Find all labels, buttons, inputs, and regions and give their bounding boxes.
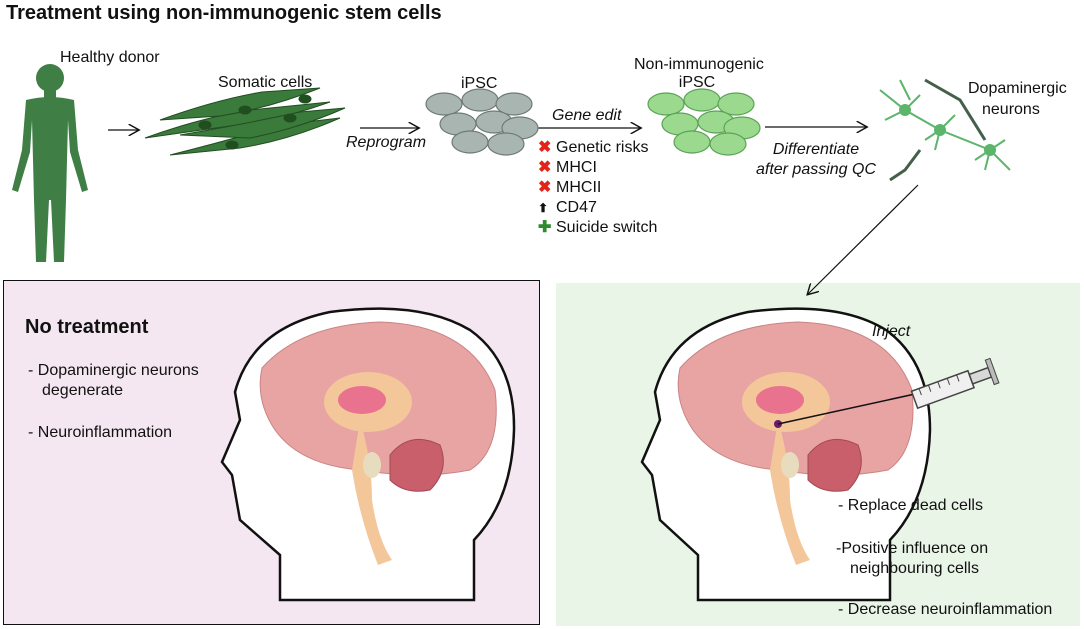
label-somatic-cells: Somatic cells [218, 74, 313, 91]
cross-icon: ✖ [538, 179, 552, 196]
syringe-icon [777, 357, 1000, 425]
no-treatment-heading: No treatment [25, 316, 149, 338]
dopaminergic-neurons-icon [879, 78, 1011, 182]
label-dopaminergic-neurons: Dopaminergic neurons [968, 80, 1067, 118]
left-item-1: - Dopaminergic neurons degenerate [28, 362, 199, 399]
up-arrow-icon: ⬆ [538, 201, 549, 215]
right-item-3: - Decrease neuroinflammation [838, 601, 1053, 618]
label-healthy-donor: Healthy donor [60, 49, 160, 66]
edit-item: ✖MHCII [538, 179, 602, 196]
label-gene-edit: Gene edit [552, 107, 622, 124]
label-differentiate: Differentiate after passing QC [755, 141, 877, 178]
cross-icon: ✖ [538, 159, 552, 176]
edit-item: ✚Suicide switch [538, 219, 658, 236]
gene-edit-list: ✖Genetic risks ✖MHCI ✖MHCII ⬆CD47 ✚Suici… [538, 138, 657, 238]
somatic-cells-icon [144, 87, 346, 156]
arrow-inject [808, 184, 919, 294]
edit-item: ✖MHCI [538, 159, 597, 176]
ipsc-cluster-icon [425, 88, 539, 156]
edit-item: ⬆CD47 [538, 199, 597, 216]
left-item-2: - Neuroinflammation [28, 424, 173, 441]
plus-icon: ✚ [538, 219, 552, 236]
right-item-1: - Replace dead cells [838, 497, 983, 514]
human-silhouette-icon [12, 64, 88, 262]
head-brain-left-icon [220, 307, 516, 602]
edit-item: ✖Genetic risks [538, 139, 649, 156]
label-inject: Inject [872, 323, 911, 340]
head-brain-right-icon [640, 307, 932, 602]
page-title: Treatment using non-immunogenic stem cel… [6, 2, 442, 24]
label-reprogram: Reprogram [346, 134, 427, 151]
label-ipsc: iPSC [461, 75, 498, 92]
non-immunogenic-ipsc-icon [647, 88, 761, 156]
cross-icon: ✖ [538, 139, 552, 156]
right-item-2: -Positive influence on neighbouring cell… [836, 540, 989, 577]
label-non-immunogenic-ipsc: Non-immunogenic iPSC [634, 56, 764, 91]
